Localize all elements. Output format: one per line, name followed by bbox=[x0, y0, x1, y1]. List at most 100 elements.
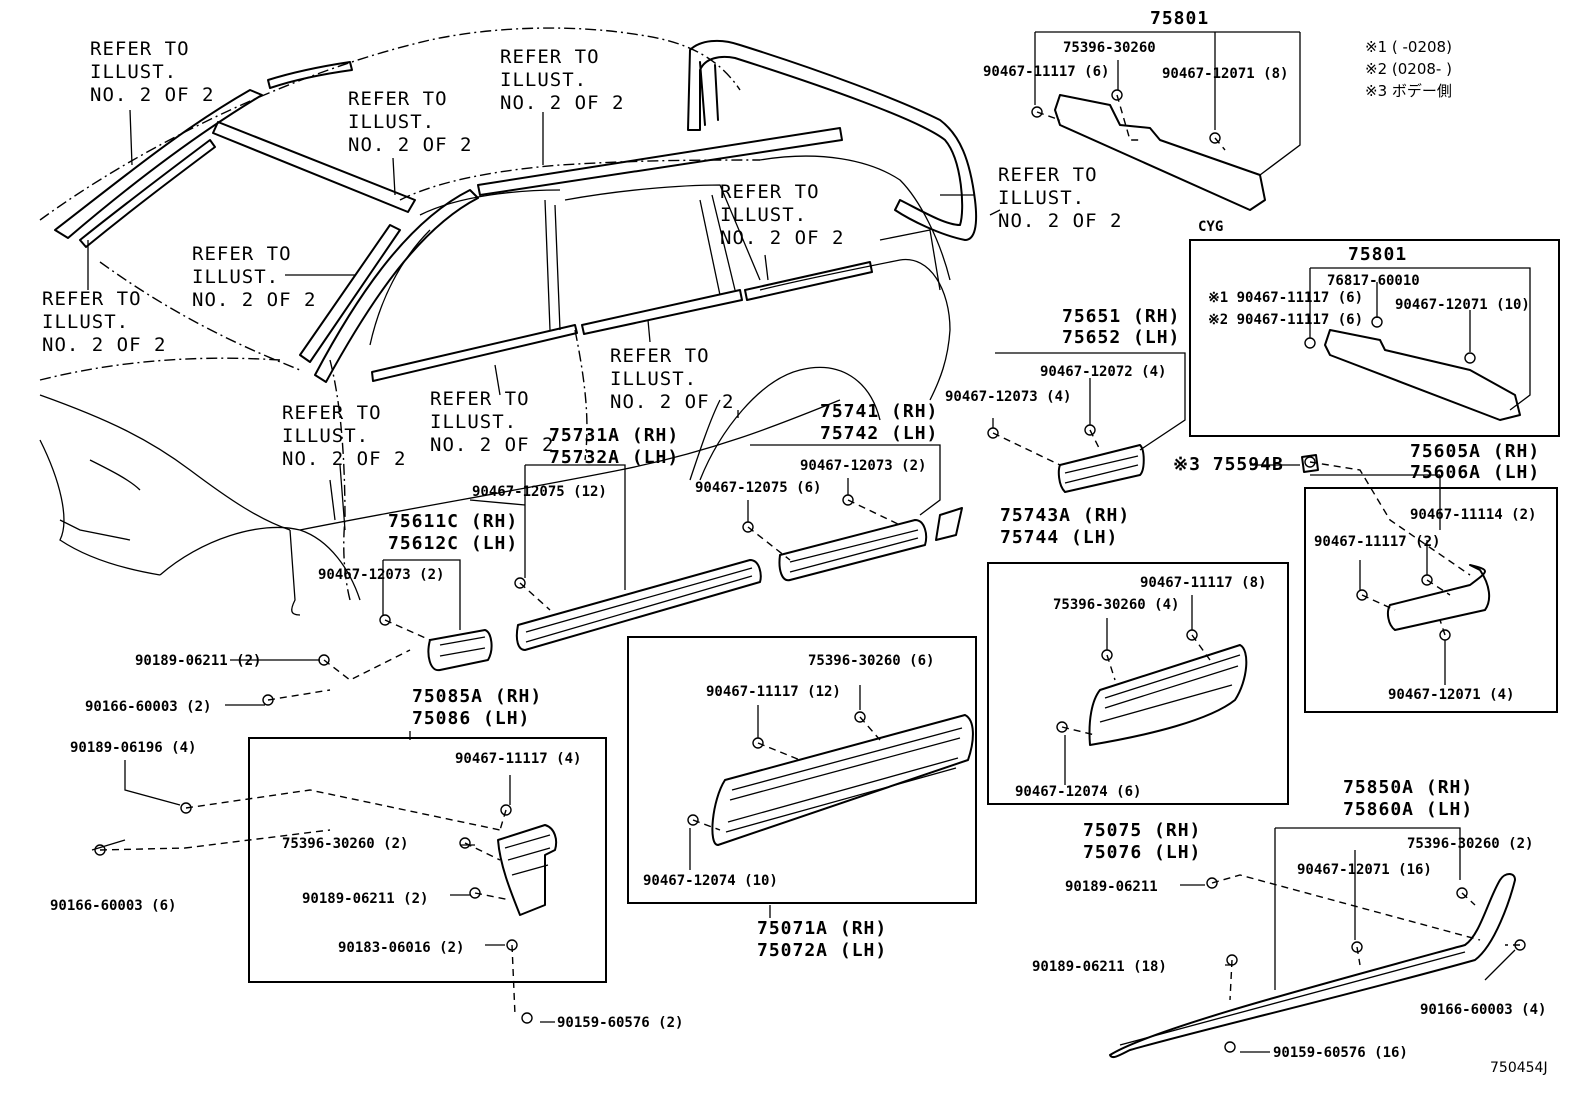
refer-line: ILLUST. bbox=[348, 111, 436, 133]
part-label: 75744 (LH) bbox=[1000, 527, 1119, 548]
variant-label-cyg: CYG bbox=[1198, 219, 1224, 235]
part-label: 90467-11114 (2) bbox=[1410, 507, 1537, 523]
refer-line: ILLUST. bbox=[192, 266, 280, 288]
part-label: 75612C (LH) bbox=[388, 533, 519, 554]
part-label: ※1 90467-11117 (6) bbox=[1208, 290, 1364, 306]
vehicle-body-outline bbox=[39, 27, 951, 616]
part-label: ※3 75594B bbox=[1173, 454, 1284, 475]
part-label: 90467-11117 (2) bbox=[1314, 534, 1441, 550]
part-label: 75075 (RH) bbox=[1083, 820, 1202, 841]
footnote-1: ※1 ( -0208) bbox=[1365, 38, 1452, 56]
refer-line: NO. 2 OF 2 bbox=[348, 134, 473, 156]
drawing-id: 750454J bbox=[1490, 1060, 1548, 1076]
refer-line: NO. 2 OF 2 bbox=[720, 227, 845, 249]
part-label: 90467-12073 (4) bbox=[945, 389, 1072, 405]
part-label: 90467-12073 (2) bbox=[318, 567, 445, 583]
refer-line: REFER TO bbox=[720, 181, 820, 203]
part-label: 90166-60003 (2) bbox=[85, 699, 212, 715]
part-label: 75606A (LH) bbox=[1410, 462, 1541, 483]
part-label: 90467-11117 (6) bbox=[983, 64, 1110, 80]
footnote-2: ※2 (0208- ) bbox=[1365, 60, 1452, 78]
refer-line: ILLUST. bbox=[42, 311, 130, 333]
refer-line: REFER TO bbox=[998, 164, 1098, 186]
refer-line: NO. 2 OF 2 bbox=[42, 334, 167, 356]
part-label: 75396-30260 (2) bbox=[282, 836, 409, 852]
part-label: 90467-12074 (6) bbox=[1015, 784, 1142, 800]
part-label: 75741 (RH) bbox=[820, 401, 939, 422]
refer-line: REFER TO bbox=[610, 345, 710, 367]
refer-line: NO. 2 OF 2 bbox=[500, 92, 625, 114]
refer-line: ILLUST. bbox=[430, 411, 518, 433]
install-paths bbox=[99, 94, 1520, 1016]
front-fender-moulding bbox=[497, 824, 558, 916]
part-label: 90159-60576 (16) bbox=[1273, 1045, 1408, 1061]
part-label: 75396-30260 bbox=[1063, 40, 1156, 56]
part-label: 76817-60010 bbox=[1327, 273, 1420, 289]
part-label: 90467-12075 (6) bbox=[695, 480, 822, 496]
refer-line: NO. 2 OF 2 bbox=[610, 391, 735, 413]
part-label: 90189-06196 (4) bbox=[70, 740, 197, 756]
part-label: 90467-12071 (16) bbox=[1297, 862, 1432, 878]
part-label: 75071A (RH) bbox=[757, 918, 888, 939]
part-label: 75860A (LH) bbox=[1343, 799, 1474, 820]
part-label: 75396-30260 (4) bbox=[1053, 597, 1180, 613]
part-label: 75850A (RH) bbox=[1343, 777, 1474, 798]
part-label: 75605A (RH) bbox=[1410, 441, 1541, 462]
refer-line: NO. 2 OF 2 bbox=[430, 434, 555, 456]
leader-lines bbox=[87, 31, 1531, 1053]
refer-line: ILLUST. bbox=[90, 61, 178, 83]
roof-mouldings bbox=[54, 39, 978, 383]
part-label: 90467-12073 (2) bbox=[800, 458, 927, 474]
refer-line: REFER TO bbox=[348, 88, 448, 110]
refer-line: ILLUST. bbox=[998, 187, 1086, 209]
refer-line: NO. 2 OF 2 bbox=[90, 84, 215, 106]
refer-line: REFER TO bbox=[192, 243, 292, 265]
part-label: 75731A (RH) bbox=[549, 425, 680, 446]
part-label: 90189-06211 (2) bbox=[135, 653, 262, 669]
part-label: 75652 (LH) bbox=[1062, 327, 1181, 348]
refer-line: REFER TO bbox=[42, 288, 142, 310]
part-label: 75076 (LH) bbox=[1083, 842, 1202, 863]
front-door-moulding-panel bbox=[711, 714, 974, 846]
refer-line: NO. 2 OF 2 bbox=[998, 210, 1123, 232]
rear-garnish-plate bbox=[1054, 94, 1521, 421]
side-mouldings bbox=[427, 444, 1491, 672]
part-label: 75801 bbox=[1150, 8, 1210, 29]
part-label: 75611C (RH) bbox=[388, 511, 519, 532]
part-label: 90467-11117 (12) bbox=[706, 684, 841, 700]
part-label: 90467-12071 (4) bbox=[1388, 687, 1515, 703]
part-label: 90166-60003 (4) bbox=[1420, 1002, 1547, 1018]
part-label: 75396-30260 (2) bbox=[1407, 836, 1534, 852]
part-label: 75396-30260 (6) bbox=[808, 653, 935, 669]
part-label: 90467-12071 (8) bbox=[1162, 66, 1289, 82]
rear-door-moulding-panel bbox=[1088, 644, 1248, 746]
refer-line: ILLUST. bbox=[282, 425, 370, 447]
part-label: 75085A (RH) bbox=[412, 686, 543, 707]
footnote-legend: ※1 ( -0208) ※2 (0208- ) ※3 ボデー側 bbox=[1365, 36, 1452, 102]
refer-line: REFER TO bbox=[90, 38, 190, 60]
part-label: 90189-06211 (18) bbox=[1032, 959, 1167, 975]
part-label: 75742 (LH) bbox=[820, 423, 939, 444]
detail-frames bbox=[248, 239, 1560, 983]
part-label: 90189-06211 bbox=[1065, 879, 1158, 895]
part-label: 75743A (RH) bbox=[1000, 505, 1131, 526]
part-label: 90467-11117 (4) bbox=[455, 751, 582, 767]
part-label: 90166-60003 (6) bbox=[50, 898, 177, 914]
rocker-panel-moulding bbox=[1109, 873, 1516, 1059]
part-label: 90183-06016 (2) bbox=[338, 940, 465, 956]
refer-line: REFER TO bbox=[430, 388, 530, 410]
part-label: 75732A (LH) bbox=[549, 447, 680, 468]
refer-line: ILLUST. bbox=[610, 368, 698, 390]
part-label: 75801 bbox=[1348, 244, 1408, 265]
